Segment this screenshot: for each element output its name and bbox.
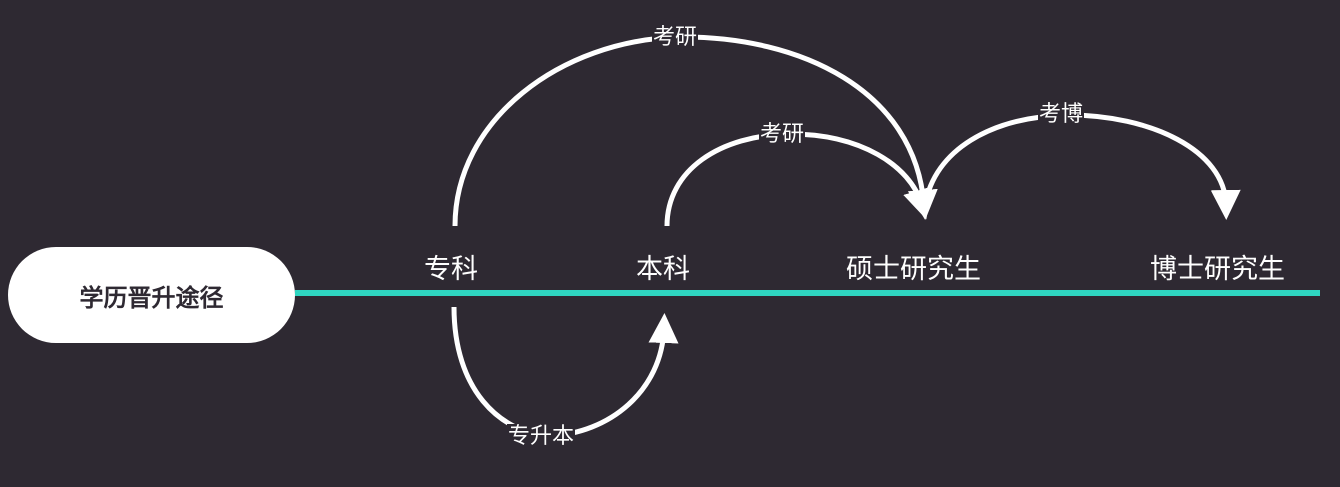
- edge-shuoshi-boshi: [922, 112, 1241, 220]
- node-shuoshi: 硕士研究生: [846, 254, 981, 285]
- edge-label-kaobo: 考博: [1038, 102, 1085, 128]
- node-zhuanke: 专科: [424, 254, 478, 285]
- root-label: 学历晋升途径: [79, 283, 224, 312]
- edge-zhuanke-shuoshi: [452, 34, 938, 227]
- root-node: 学历晋升途径: [8, 247, 295, 343]
- node-boshi: 博士研究生: [1150, 254, 1285, 285]
- node-benke: 本科: [636, 254, 690, 285]
- edge-label-kaoyan-1: 考研: [652, 25, 699, 51]
- edge-label-kaoyan-2: 考研: [759, 122, 806, 148]
- edge-label-zhuanshengben: 专升本: [507, 424, 576, 450]
- edge-zhuanke-benke: [451, 306, 679, 439]
